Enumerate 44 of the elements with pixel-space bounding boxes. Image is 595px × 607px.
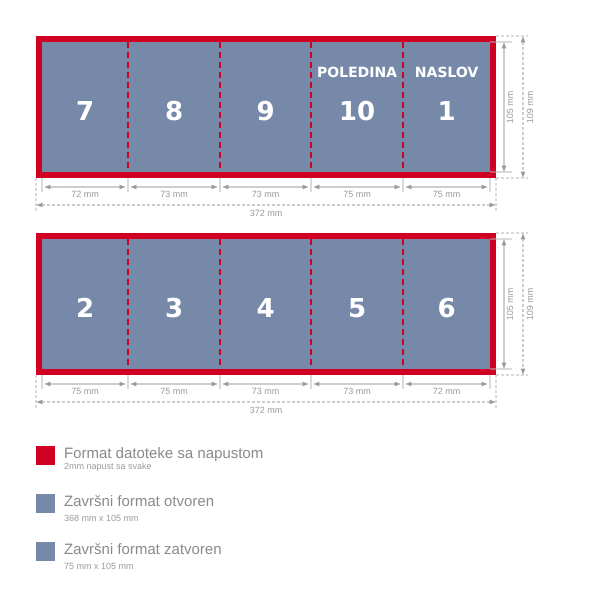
page-number: 4 — [255, 294, 276, 324]
dimension-label: 75 mm — [71, 386, 99, 396]
panel — [220, 239, 311, 369]
panel-title: POLEDINA — [316, 65, 398, 81]
dimension-label: 105 mm — [505, 90, 515, 124]
page-number: 1 — [436, 97, 457, 127]
panel — [42, 42, 128, 172]
panel — [220, 42, 311, 172]
legend-note: 2mm napust sa svake — [64, 461, 152, 471]
dimension-label: 73 mm — [160, 189, 188, 199]
panel — [403, 239, 490, 369]
dimension-label: 73 mm — [252, 386, 280, 396]
page-number: 2 — [74, 294, 96, 324]
panel — [42, 239, 128, 369]
dimension-label: 372 mm — [250, 208, 282, 218]
page-number: 10 — [338, 97, 376, 127]
dimension-label: 372 mm — [250, 405, 282, 415]
dimension-label: 75 mm — [432, 189, 460, 199]
dimension-label: 109 mm — [525, 288, 535, 320]
dimension-label: 105 mm — [505, 288, 515, 320]
panel — [128, 42, 220, 172]
panel — [403, 42, 490, 172]
legend-note: 368 mm x 105 mm — [64, 513, 139, 523]
panel-title: NASLOV — [414, 65, 480, 81]
panel — [128, 239, 220, 369]
page-number: 6 — [436, 294, 457, 324]
dimension-label: 73 mm — [343, 386, 371, 396]
page-number: 5 — [346, 294, 368, 324]
dimension-label: 109 mm — [525, 90, 535, 124]
page-number: 3 — [164, 294, 184, 324]
legend-note: 75 mm x 105 mm — [64, 561, 134, 571]
dimension-label: 75 mm — [343, 189, 371, 199]
page-number: 8 — [164, 97, 184, 127]
legend-text: Završni format otvoren — [64, 493, 214, 510]
legend-text: Format datoteke sa napustom — [64, 445, 264, 462]
dimension-label: 75 mm — [160, 386, 188, 396]
dimension-label: 72 mm — [432, 386, 460, 396]
page-number: 9 — [255, 97, 276, 127]
legend-text: Završni format zatvoren — [64, 541, 222, 558]
panel — [311, 42, 403, 172]
panel — [311, 239, 403, 369]
dimension-label: 72 mm — [71, 189, 99, 199]
page-number: 7 — [74, 97, 96, 127]
dimension-label: 73 mm — [252, 189, 280, 199]
